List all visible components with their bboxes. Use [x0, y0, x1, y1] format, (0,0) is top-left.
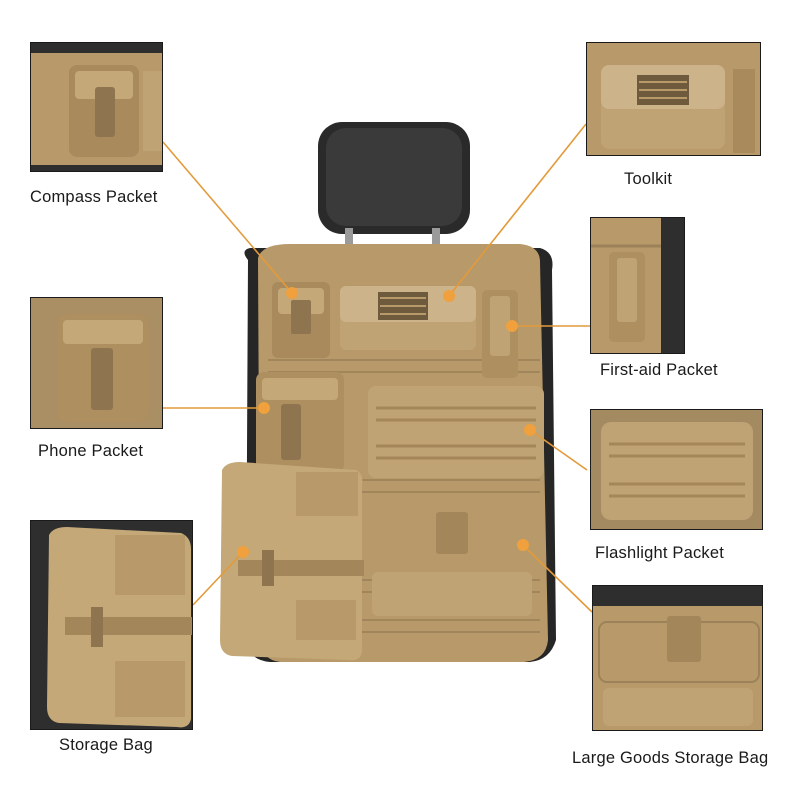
leader-lines: [162, 123, 593, 613]
large-goods-storage-bag-inset: [592, 585, 763, 731]
compass-packet-label: Compass Packet: [30, 188, 158, 206]
toolkit-label: Toolkit: [624, 170, 673, 188]
first-aid-packet-label: First-aid Packet: [600, 361, 718, 379]
callout-dots: [237, 287, 536, 558]
flashlight-pouch: [368, 386, 544, 478]
phone-pouch: [256, 372, 344, 472]
compass-packet-inset: [30, 42, 163, 172]
first-aid-packet-inset: [590, 217, 685, 354]
large-goods-pouch: [366, 512, 536, 616]
storage-bag-label: Storage Bag: [59, 736, 153, 754]
storage-bag-inset: [30, 520, 193, 730]
phone-packet-label: Phone Packet: [38, 442, 144, 460]
flashlight-packet-inset: [590, 409, 763, 530]
large-goods-storage-bag-label: Large Goods Storage Bag: [572, 749, 769, 767]
first-aid-pouch: [482, 290, 518, 378]
headrest: [318, 122, 470, 250]
flashlight-packet-label: Flashlight Packet: [595, 544, 725, 562]
compass-pouch: [272, 282, 330, 358]
storage-bag: [220, 462, 364, 661]
toolkit-pouch: [340, 286, 476, 350]
phone-packet-inset: [30, 297, 163, 429]
toolkit-inset: [586, 42, 761, 156]
